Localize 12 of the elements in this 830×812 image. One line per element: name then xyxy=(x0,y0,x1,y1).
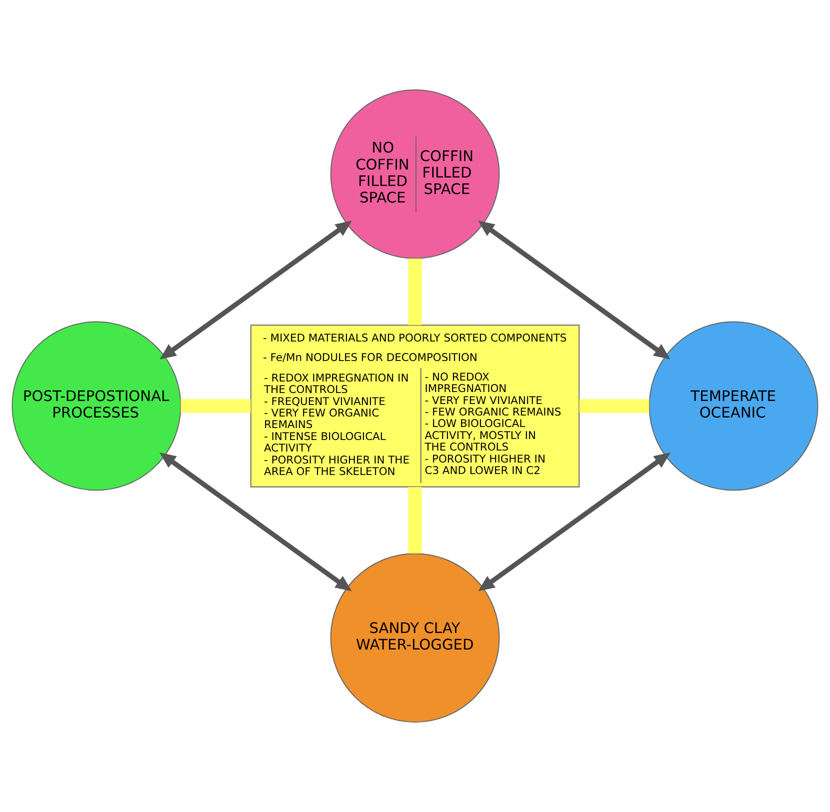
node-circle: TEMPERATE OCEANIC xyxy=(648,321,818,491)
connector xyxy=(579,399,650,413)
connector xyxy=(408,258,422,326)
connector xyxy=(180,399,251,413)
node-circle: POST-DEPOSTIONAL PROCESSES xyxy=(12,321,182,491)
arrow xyxy=(159,452,352,592)
arrow xyxy=(478,452,671,592)
node-circle: SANDY CLAY WATER-LOGGED xyxy=(330,553,500,723)
arrow xyxy=(160,220,352,360)
arrow xyxy=(478,220,670,360)
node-box: - MIXED MATERIALS AND POORLY SORTED COMPONENTS - Fe/Mn NODULES FOR DECOMPOSITION - REDOX IMPREGNATION IN THE CONTROLS - FREQUENT VIVIANITE - VERY FEW ORGANIC REMAINS - INTENSE BIOLOGICAL ACTIVITY - POROSITY HIGHER IN THE AREA OF THE SKELETON - NO REDOX IMPREGNATION - VERY FEW VIVIANITE - FEW ORGANIC REMAINS - LOW BIOLOGICAL ACTIVITY, MOSTLY IN THE CONTROLS - POROSITY HIGHER IN C3 AND LOWER IN C2 xyxy=(250,324,580,488)
connector xyxy=(408,487,422,554)
